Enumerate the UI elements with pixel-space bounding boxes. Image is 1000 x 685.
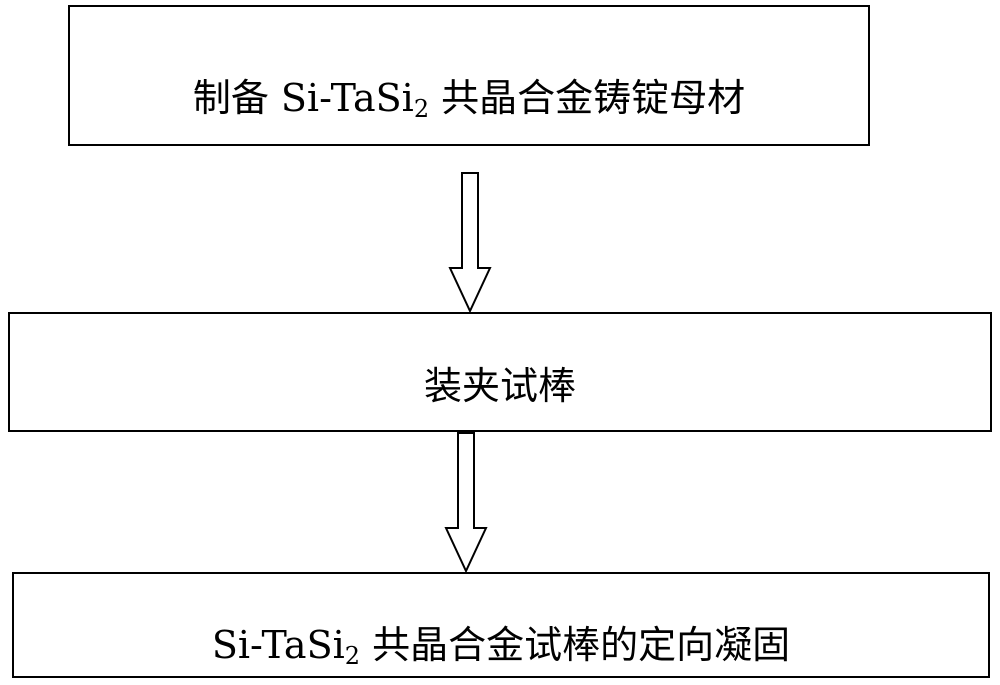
step-3-box: Si-TaSi2 共晶合金试棒的定向凝固 <box>12 572 990 678</box>
step-1-prefix: 制备 Si-TaSi <box>192 75 414 120</box>
arrow-down-icon <box>444 432 488 574</box>
step-1-suffix: 共晶合金铸锭母材 <box>429 75 746 120</box>
step-3-label: Si-TaSi2 共晶合金试棒的定向凝固 <box>211 623 791 668</box>
step-2-box: 装夹试棒 <box>8 312 992 432</box>
step-1-label: 制备 Si-TaSi2 共晶合金铸锭母材 <box>192 75 746 121</box>
step-1-subscript: 2 <box>413 94 430 123</box>
arrow-down-icon <box>448 172 492 314</box>
step-3-suffix: 共晶合金试棒的定向凝固 <box>360 623 791 667</box>
step-2-label: 装夹试棒 <box>423 364 576 408</box>
step-1-box: 制备 Si-TaSi2 共晶合金铸锭母材 <box>68 5 870 146</box>
step-3-subscript: 2 <box>344 642 361 670</box>
step-3-prefix: Si-TaSi <box>211 623 345 667</box>
